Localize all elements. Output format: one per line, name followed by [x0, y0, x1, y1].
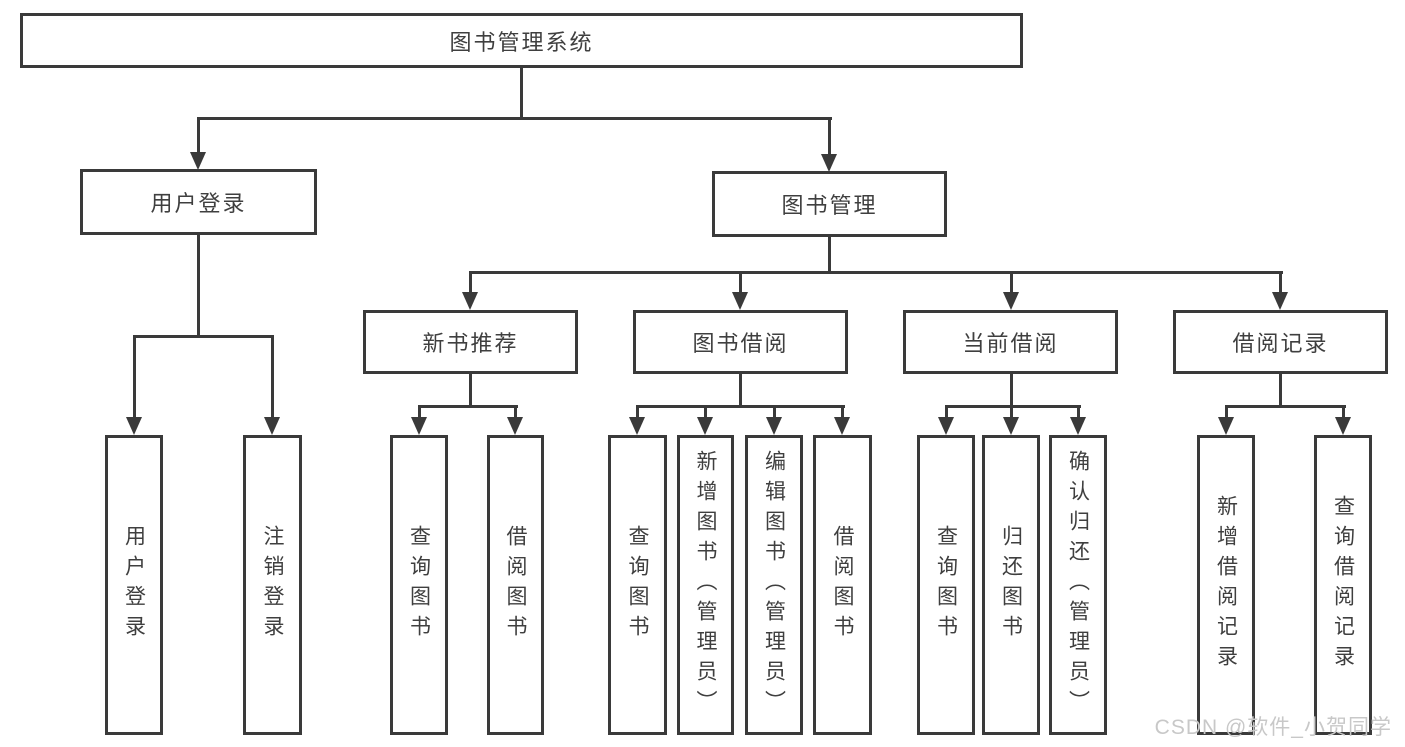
leaf-label: 编辑图书（管理员）	[762, 450, 786, 720]
connector-arrow-stem	[1076, 406, 1080, 421]
arrowhead-down-icon	[1335, 417, 1351, 435]
node-new-book-recommendation: 新书推荐	[363, 310, 578, 374]
connector-arrow-stem	[738, 272, 742, 296]
arrowhead-down-icon	[1272, 292, 1288, 310]
connector-vline	[519, 68, 523, 119]
leaf-label: 用户登录	[122, 525, 146, 645]
connector-arrow-stem	[1224, 406, 1228, 421]
leaf-records-query-borrow-record: 查询借阅记录	[1314, 435, 1372, 735]
leaf-records-add-borrow-record: 新增借阅记录	[1197, 435, 1255, 735]
leaf-borrowing-add-books-admin: 新增图书（管理员）	[677, 435, 734, 735]
leaf-label: 查询图书	[626, 525, 649, 645]
leaf-current-confirm-return-admin: 确认归还（管理员）	[1049, 435, 1107, 735]
watermark: CSDN @软件_小贺同学	[1154, 716, 1392, 739]
node-borrowing-records: 借阅记录	[1173, 310, 1388, 374]
arrowhead-down-icon	[732, 292, 748, 310]
connector-vline	[468, 374, 472, 407]
connector-hline	[944, 404, 1081, 408]
leaf-logout: 注销登录	[243, 435, 302, 735]
node-label: 当前借阅	[962, 331, 1059, 356]
connector-hline	[1224, 404, 1346, 408]
arrowhead-down-icon	[834, 417, 850, 435]
arrowhead-down-icon	[629, 417, 645, 435]
connector-vline	[1009, 374, 1013, 407]
arrowhead-down-icon	[190, 152, 206, 170]
arrowhead-down-icon	[462, 292, 478, 310]
node-library-management-system: 图书管理系统	[20, 13, 1023, 68]
arrowhead-down-icon	[766, 417, 782, 435]
leaf-label: 查询图书	[934, 525, 958, 645]
node-label: 新书推荐	[422, 331, 519, 356]
leaf-recommend-borrow-books: 借阅图书	[487, 435, 544, 735]
connector-vline	[1278, 374, 1282, 407]
connector-arrow-stem	[944, 406, 948, 421]
connector-hline	[196, 116, 832, 120]
connector-hline	[132, 334, 274, 338]
arrowhead-down-icon	[1003, 292, 1019, 310]
connector-arrow-stem	[1341, 406, 1345, 421]
arrowhead-down-icon	[1070, 417, 1086, 435]
connector-arrow-stem	[703, 406, 707, 421]
node-label: 图书管理系统	[449, 29, 594, 55]
node-user-login: 用户登录	[80, 169, 317, 235]
connector-arrow-stem	[513, 406, 517, 421]
arrowhead-down-icon	[264, 417, 280, 435]
node-current-borrowing: 当前借阅	[903, 310, 1118, 374]
leaf-current-query-books: 查询图书	[917, 435, 975, 735]
node-label: 借阅记录	[1232, 331, 1329, 356]
connector-arrow-stem	[270, 336, 274, 421]
leaf-label: 归还图书	[999, 525, 1023, 645]
connector-arrow-stem	[840, 406, 844, 421]
arrowhead-down-icon	[821, 154, 837, 172]
leaf-label: 借阅图书	[831, 525, 854, 645]
arrowhead-down-icon	[411, 417, 427, 435]
node-book-borrowing: 图书借阅	[633, 310, 848, 374]
leaf-label: 新增图书（管理员）	[694, 450, 717, 720]
connector-arrow-stem	[1278, 272, 1282, 296]
leaf-label: 查询图书	[407, 525, 431, 645]
leaf-current-return-books: 归还图书	[982, 435, 1040, 735]
leaf-label: 借阅图书	[504, 525, 527, 645]
leaf-label: 注销登录	[261, 525, 284, 645]
leaf-label: 新增借阅记录	[1214, 495, 1238, 675]
arrowhead-down-icon	[126, 417, 142, 435]
connector-arrow-stem	[1009, 272, 1013, 296]
connector-hline	[468, 270, 1283, 274]
connector-arrow-stem	[827, 118, 831, 158]
connector-arrow-stem	[417, 406, 421, 421]
connector-arrow-stem	[196, 118, 200, 156]
arrowhead-down-icon	[507, 417, 523, 435]
arrowhead-down-icon	[938, 417, 954, 435]
connector-vline	[196, 235, 200, 337]
connector-arrow-stem	[772, 406, 776, 421]
connector-arrow-stem	[468, 272, 472, 296]
arrowhead-down-icon	[1003, 417, 1019, 435]
leaf-user-login: 用户登录	[105, 435, 163, 735]
connector-hline	[417, 404, 518, 408]
leaf-borrowing-query-books: 查询图书	[608, 435, 667, 735]
node-label: 图书管理	[781, 193, 878, 218]
leaf-recommend-query-books: 查询图书	[390, 435, 448, 735]
connector-arrow-stem	[635, 406, 639, 421]
node-label: 用户登录	[150, 191, 247, 216]
leaf-borrowing-borrow-books: 借阅图书	[813, 435, 872, 735]
connector-hline	[635, 404, 845, 408]
arrowhead-down-icon	[697, 417, 713, 435]
connector-vline	[738, 374, 742, 407]
node-book-management: 图书管理	[712, 171, 947, 237]
leaf-borrowing-edit-books-admin: 编辑图书（管理员）	[745, 435, 803, 735]
connector-arrow-stem	[132, 336, 136, 421]
node-label: 图书借阅	[692, 331, 789, 356]
connector-vline	[827, 237, 831, 273]
connector-arrow-stem	[1009, 406, 1013, 421]
arrowhead-down-icon	[1218, 417, 1234, 435]
leaf-label: 确认归还（管理员）	[1066, 450, 1090, 720]
leaf-label: 查询借阅记录	[1331, 495, 1355, 675]
